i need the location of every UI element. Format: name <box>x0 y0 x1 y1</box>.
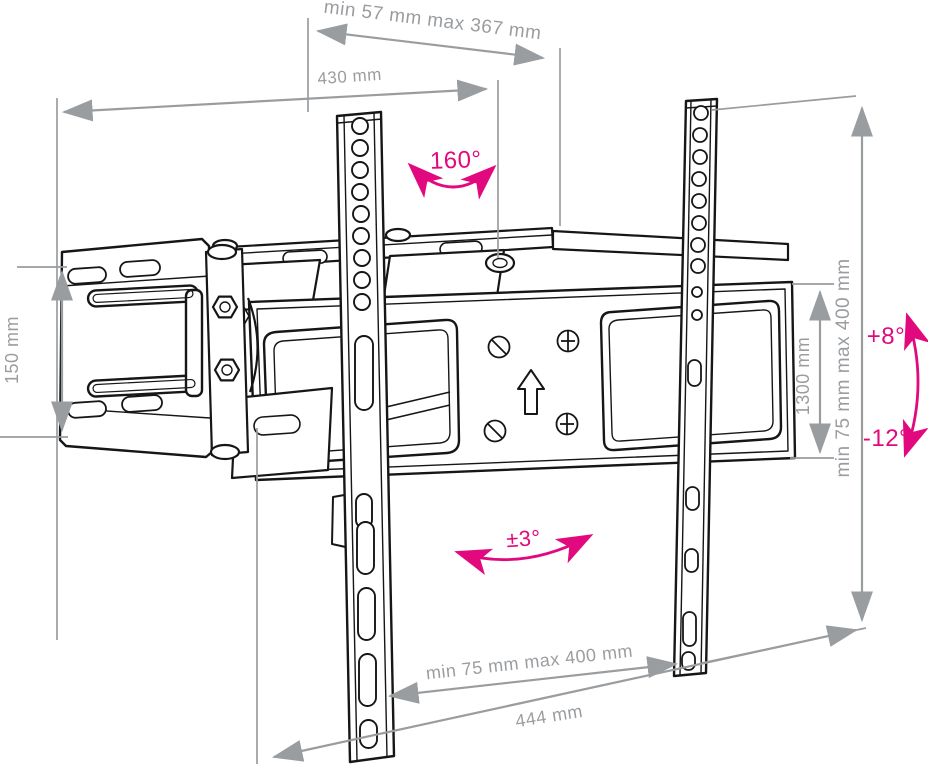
rail-hole <box>352 205 370 223</box>
rail-hole <box>351 139 369 157</box>
bracket-slot <box>67 400 107 419</box>
rail-slot <box>684 548 699 573</box>
rail-hole <box>693 105 709 121</box>
articulating-arm <box>175 226 790 325</box>
rail-hole <box>352 227 370 245</box>
annotation-level-arc <box>454 534 594 575</box>
rail-hole <box>351 117 369 135</box>
rail-slot <box>685 486 700 511</box>
up-arrow-icon <box>517 369 545 415</box>
bracket-slot <box>67 266 107 285</box>
bracket-height-label: 150 mm <box>2 316 22 384</box>
plate-cutout-left <box>262 318 461 466</box>
tilt-up-label: +8° <box>867 323 905 350</box>
rail-hole <box>692 149 708 165</box>
bracket-slot <box>119 259 161 278</box>
plate-cutout-right <box>599 299 783 452</box>
rail-hole <box>691 286 703 298</box>
rail-hole <box>690 237 706 253</box>
rail-hole <box>353 293 371 311</box>
dimension-bottom-width <box>271 625 859 762</box>
rail-hole <box>691 215 707 231</box>
dimension-depth-range <box>315 23 546 66</box>
depth-range-label: min 57 mm max 367 mm <box>323 0 543 44</box>
left-vesa-rail <box>331 110 396 764</box>
top-width-label: 430 mm <box>317 65 383 88</box>
arm-rear-bar <box>551 229 790 262</box>
tilt-down-label: -12° <box>863 425 909 452</box>
bracket-slot <box>121 394 163 413</box>
swivel-hinge <box>204 243 259 461</box>
rail-hole <box>691 309 703 321</box>
bolt-icon <box>206 243 238 261</box>
rail-hole <box>692 127 708 143</box>
level-rotation-label: ±3° <box>505 525 541 552</box>
rail-slot <box>687 359 702 387</box>
dimension-top-width <box>61 79 489 122</box>
plate-height-label: 1300 mm <box>793 337 813 416</box>
bolt-icon <box>384 227 412 243</box>
rail-slot <box>356 521 375 575</box>
swivel-angle-label: 160° <box>429 146 482 175</box>
dimension-lines <box>0 18 873 764</box>
rail-slot <box>358 653 377 707</box>
rail-slot <box>357 587 376 641</box>
rail-slot <box>354 335 374 411</box>
rail-hole <box>691 193 707 209</box>
rail-slot <box>682 611 697 647</box>
motion-annotations <box>407 162 928 575</box>
vesa-vertical-label: min 75 mm max 400 mm <box>833 258 854 477</box>
rail-hole <box>690 258 706 274</box>
rail-hole <box>691 171 707 187</box>
vesa-horizontal-label: min 75 mm max 400 mm <box>425 641 634 684</box>
bolt-icon <box>209 443 241 461</box>
rail-hole <box>351 183 369 201</box>
rail-hole <box>351 161 369 179</box>
wall-bracket <box>58 237 214 459</box>
rail-hole <box>353 249 371 267</box>
annotation-tilt-arc <box>902 312 928 458</box>
annotation-swivel-arc <box>407 162 497 200</box>
right-vesa-rail <box>672 97 719 678</box>
bottom-width-label: 444 mm <box>514 701 584 731</box>
rail-hole <box>353 271 371 289</box>
